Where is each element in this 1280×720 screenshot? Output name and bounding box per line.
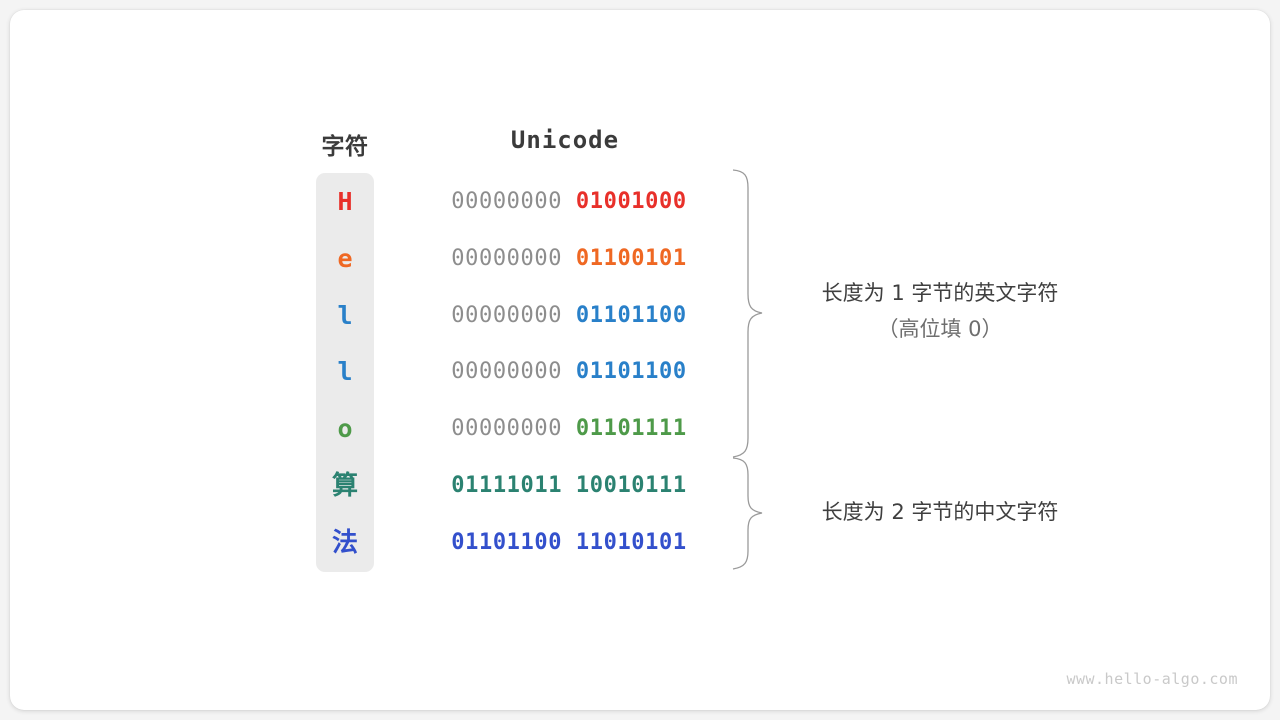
column-header-unicode: Unicode — [510, 126, 620, 154]
byte-separator — [562, 189, 576, 214]
character-cell: l — [337, 300, 353, 330]
group-brace-one-byte — [732, 169, 763, 458]
annotation-two-byte: 长度为 2 字节的中文字符 — [785, 494, 1095, 530]
low-byte: 01101100 — [575, 359, 687, 385]
low-byte: 01100101 — [575, 245, 687, 271]
table-row: 算 01111011 10010111 — [316, 466, 716, 506]
byte-separator — [562, 416, 576, 441]
table-row: o 00000000 01101111 — [316, 409, 716, 449]
high-byte: 00000000 — [451, 245, 563, 271]
site-watermark: www.hello-algo.com — [1066, 670, 1238, 688]
low-byte: 01001000 — [575, 189, 687, 214]
byte-separator — [562, 303, 576, 328]
annotation-two-byte-main: 长度为 2 字节的中文字符 — [821, 500, 1059, 524]
character-cell: o — [337, 414, 353, 444]
unicode-bits-cell: 01101100 11010101 — [434, 523, 704, 563]
character-cell: 法 — [331, 527, 358, 558]
low-byte: 01101111 — [575, 416, 687, 442]
table-row: l 00000000 01101100 — [316, 296, 716, 336]
annotation-one-byte-sub: （高位填 0） — [877, 317, 1003, 341]
byte-separator — [562, 530, 576, 555]
high-byte: 00000000 — [451, 189, 563, 214]
high-byte: 00000000 — [451, 359, 563, 385]
low-byte: 01101100 — [575, 302, 687, 328]
byte-separator — [562, 473, 576, 498]
unicode-bits-cell: 00000000 01101111 — [434, 409, 704, 449]
high-byte: 01111011 — [451, 473, 563, 498]
unicode-bits-cell: 00000000 01101100 — [434, 352, 704, 392]
table-row: e 00000000 01100101 — [316, 239, 716, 279]
annotation-one-byte-main: 长度为 1 字节的英文字符 — [821, 281, 1059, 305]
high-byte: 01101100 — [451, 529, 563, 555]
low-byte: 10010111 — [575, 473, 687, 498]
byte-separator — [562, 359, 576, 384]
low-byte: 11010101 — [575, 529, 687, 555]
high-byte: 00000000 — [451, 302, 563, 328]
byte-separator — [562, 246, 576, 271]
character-cell: H — [337, 187, 353, 216]
table-row: 法 01101100 11010101 — [316, 523, 716, 563]
column-header-character: 字符 — [321, 133, 369, 159]
table-row: H 00000000 01001000 — [316, 182, 716, 222]
unicode-bits-cell: 01111011 10010111 — [434, 466, 704, 506]
high-byte: 00000000 — [451, 416, 563, 442]
annotation-one-byte: 长度为 1 字节的英文字符 （高位填 0） — [785, 275, 1095, 347]
group-brace-two-byte — [732, 457, 763, 570]
character-cell: 算 — [331, 471, 358, 501]
unicode-bits-cell: 00000000 01001000 — [434, 182, 704, 222]
character-column-panel — [316, 173, 374, 572]
unicode-bits-cell: 00000000 01101100 — [434, 296, 704, 336]
character-cell: l — [337, 357, 353, 387]
table-row: l 00000000 01101100 — [316, 352, 716, 392]
character-cell: e — [337, 243, 353, 273]
diagram-card: 字符 Unicode H 00000000 01001000 e 00000000 0… — [10, 10, 1270, 710]
unicode-bits-cell: 00000000 01100101 — [434, 239, 704, 279]
